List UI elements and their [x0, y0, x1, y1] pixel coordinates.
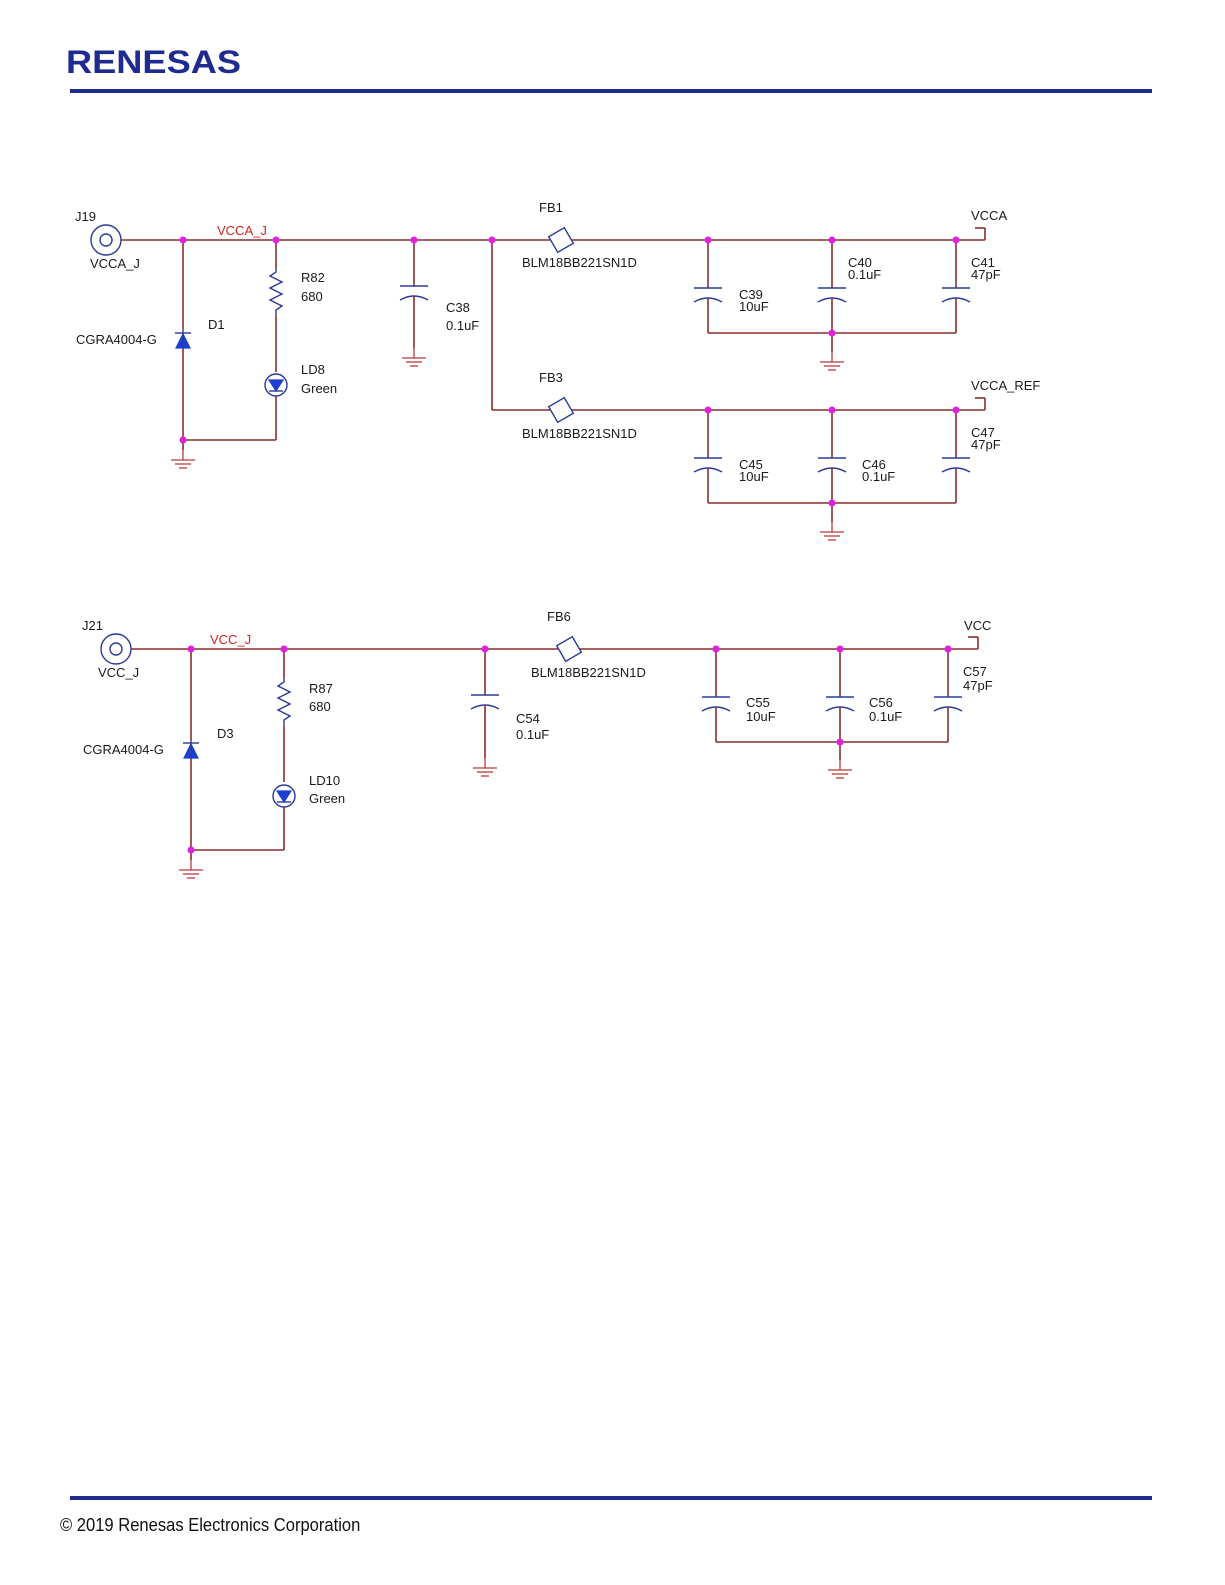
diode-d1-ref: D1 [208, 317, 225, 332]
renesas-logo: RENESAS [66, 44, 241, 78]
ground-symbol-c38 [401, 347, 427, 367]
capacitor-c57-ref: C57 [963, 664, 987, 679]
ferrite-bead-fb1 [547, 226, 575, 254]
capacitor-c39-value: 10uF [739, 299, 769, 314]
capacitor-c41-value: 47pF [971, 267, 1001, 282]
capacitor-c56-ref: C56 [869, 695, 893, 710]
ground-symbol-d1 [170, 449, 196, 469]
resistor-r87 [276, 678, 292, 726]
ferrite-bead-fb6 [555, 635, 583, 663]
resistor-r87-ref: R87 [309, 681, 333, 696]
diode-d1-part: CGRA4004-G [76, 332, 157, 347]
ground-symbol-c54 [472, 757, 498, 777]
capacitor-c46-value: 0.1uF [862, 469, 895, 484]
ground-symbol-caps-a [819, 351, 845, 371]
capacitor-c47-value: 47pF [971, 437, 1001, 452]
header-rule [70, 89, 1152, 93]
connector-j19-ref: J19 [75, 209, 96, 224]
capacitor-c47-ref: C47 [971, 425, 995, 440]
capacitor-c40-ref: C40 [848, 255, 872, 270]
ferrite-bead-fb1-ref: FB1 [539, 200, 563, 215]
capacitor-c41-ref: C41 [971, 255, 995, 270]
led-ld10-color: Green [309, 791, 345, 806]
connector-j19-net: VCCA_J [90, 256, 140, 271]
resistor-r82-value: 680 [301, 289, 323, 304]
ferrite-bead-fb1-part: BLM18BB221SN1D [522, 255, 637, 270]
resistor-r87-value: 680 [309, 699, 331, 714]
capacitor-c38-value: 0.1uF [446, 318, 479, 333]
capacitor-c46-ref: C46 [862, 457, 886, 472]
ferrite-bead-fb6-ref: FB6 [547, 609, 571, 624]
diode-d3 [183, 740, 199, 759]
capacitor-c55-value: 10uF [746, 709, 776, 724]
ferrite-bead-fb3 [547, 396, 575, 424]
footer-copyright: © 2019 Renesas Electronics Corporation [60, 1515, 361, 1535]
ground-symbol-d3 [178, 859, 204, 879]
junction-dots-circuit2 [187, 645, 952, 854]
circuit-vcca: J19 VCCA_J VCCA_J CGRA4004-G D1 R82 680 … [75, 200, 1040, 541]
led-ld8-color: Green [301, 381, 337, 396]
capacitor-c38-ref: C38 [446, 300, 470, 315]
resistor-r82-ref: R82 [301, 270, 325, 285]
connector-j19 [90, 224, 122, 256]
capacitor-c54-ref: C54 [516, 711, 540, 726]
net-label-vcc-j: VCC_J [210, 632, 251, 647]
capacitor-c56-value: 0.1uF [869, 709, 902, 724]
led-ld8-ref: LD8 [301, 362, 325, 377]
ferrite-bead-fb3-ref: FB3 [539, 370, 563, 385]
connector-j21-ref: J21 [82, 618, 103, 633]
ground-symbol-caps-b [819, 521, 845, 541]
ground-symbol-caps-c [827, 759, 853, 779]
led-ld8 [264, 373, 288, 397]
brand-logo-text: RENESAS [66, 44, 241, 78]
capacitor-c55-ref: C55 [746, 695, 770, 710]
ferrite-bead-fb3-part: BLM18BB221SN1D [522, 426, 637, 441]
capacitor-c40-value: 0.1uF [848, 267, 881, 282]
net-label-vcca: VCCA [971, 208, 1007, 223]
net-label-vcca-ref: VCCA_REF [971, 378, 1040, 393]
ferrite-bead-fb6-part: BLM18BB221SN1D [531, 665, 646, 680]
connector-j21-net: VCC_J [98, 665, 139, 680]
net-label-vcc: VCC [964, 618, 991, 633]
circuit-vcc: J21 VCC_J VCC_J CGRA4004-G D3 R87 680 LD… [82, 609, 993, 879]
resistor-r82 [268, 268, 284, 316]
diode-d3-ref: D3 [217, 726, 234, 741]
led-ld10-ref: LD10 [309, 773, 340, 788]
capacitor-c45-value: 10uF [739, 469, 769, 484]
led-ld10 [272, 784, 296, 808]
capacitor-c39-ref: C39 [739, 287, 763, 302]
junction-dots-circuit1 [179, 236, 960, 507]
connector-j21 [100, 633, 132, 665]
capacitor-c57-value: 47pF [963, 678, 993, 693]
capacitor-c45-ref: C45 [739, 457, 763, 472]
capacitor-c54-value: 0.1uF [516, 727, 549, 742]
footer-rule [70, 1496, 1152, 1500]
diode-d1 [175, 328, 191, 349]
diode-d3-part: CGRA4004-G [83, 742, 164, 757]
net-label-vcca-j: VCCA_J [217, 223, 267, 238]
